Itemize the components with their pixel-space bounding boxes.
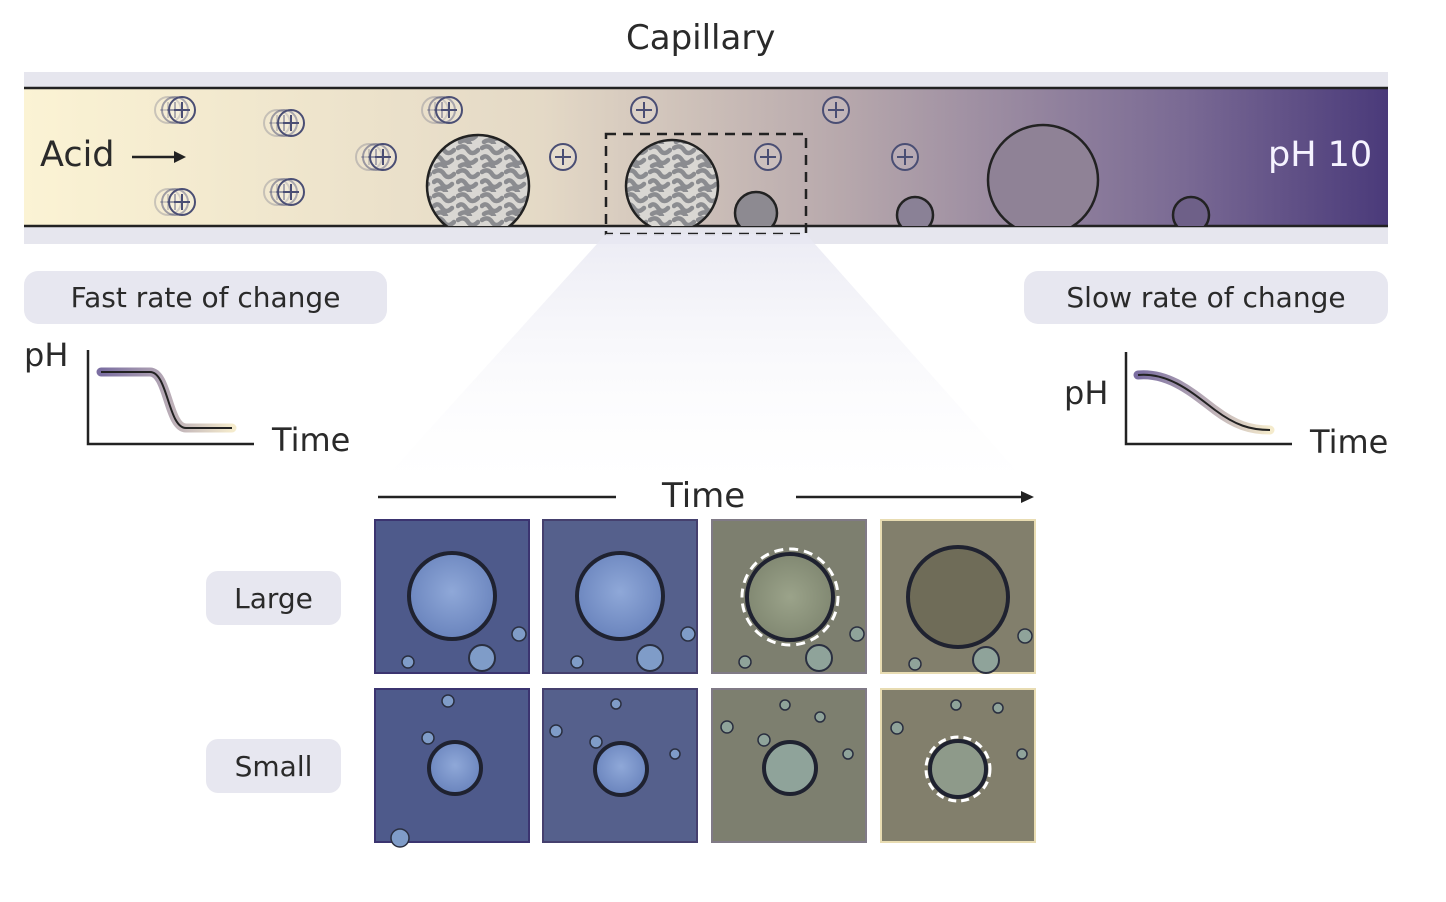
zoom-fan: [378, 234, 1030, 486]
figure-title: Capillary: [626, 18, 775, 58]
fast-plot-y-label: pH: [24, 336, 68, 374]
slow-rate-pill: Slow rate of change: [1024, 271, 1388, 324]
row-label-small: Small: [206, 739, 341, 793]
row-label-large: Large: [206, 571, 341, 625]
acid-label: Acid: [40, 135, 115, 175]
micrograph-row-small: [375, 689, 1035, 847]
fast-rate-plot: [88, 350, 254, 444]
fast-plot-x-label: Time: [272, 421, 350, 459]
slow-plot-x-label: Time: [1310, 423, 1388, 461]
slow-plot-y-label: pH: [1064, 374, 1108, 412]
time-axis-label: Time: [662, 476, 745, 516]
slow-rate-plot: [1126, 352, 1292, 444]
fast-rate-pill: Fast rate of change: [24, 271, 387, 324]
ph-10-label: pH 10: [1268, 135, 1372, 175]
micrograph-row-large: [375, 520, 1035, 673]
